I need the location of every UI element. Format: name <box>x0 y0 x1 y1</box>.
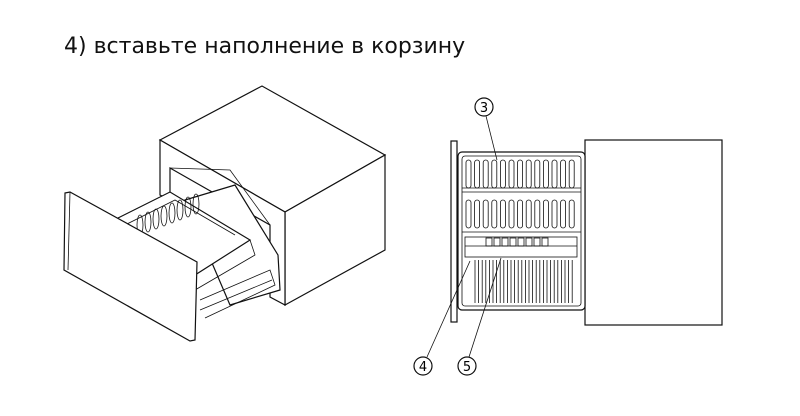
plate <box>168 202 176 224</box>
drawer-front-edge <box>67 191 71 271</box>
plate-slot <box>499 199 506 229</box>
isometric-cabinet <box>63 85 387 342</box>
callout-circle <box>474 97 494 117</box>
instruction-title: 4) вставьте наполнение в корзину <box>64 34 466 59</box>
plate-slot <box>560 199 566 229</box>
plate-slot <box>508 199 515 229</box>
callout-label: 4 <box>419 360 427 375</box>
callout-3: 3 <box>474 97 498 161</box>
callout-circle <box>457 356 477 376</box>
plate <box>176 199 184 221</box>
callout-circle <box>413 356 433 376</box>
plate-slot <box>543 199 549 229</box>
plate-slot <box>491 199 498 229</box>
drawer-front-top-view <box>450 140 458 323</box>
plate <box>152 208 160 230</box>
leader-line <box>485 115 498 161</box>
callout-5: 5 <box>457 257 502 376</box>
plate <box>184 196 192 218</box>
plate-slot <box>534 199 541 229</box>
plate <box>144 211 152 233</box>
plate-slot <box>551 199 558 229</box>
plates <box>136 193 200 236</box>
callout-label: 3 <box>480 101 488 116</box>
basket-inner-edge <box>461 155 582 307</box>
plate-slot <box>474 199 481 229</box>
top-view <box>450 139 723 326</box>
plate-slot <box>568 199 575 229</box>
plate-slot <box>517 199 523 229</box>
plate-slot <box>465 199 472 229</box>
plate-slot <box>525 199 532 229</box>
drawer-runner <box>199 279 273 311</box>
cabinet-top-view <box>584 139 723 326</box>
leader-line <box>468 257 502 358</box>
callout-label: 5 <box>463 360 471 375</box>
cutlery-tray <box>464 236 578 258</box>
plate <box>192 193 200 215</box>
plate-slot <box>482 199 489 229</box>
leader-line <box>426 260 471 358</box>
plate <box>160 205 168 227</box>
callout-4: 4 <box>413 260 471 376</box>
drawer-runner <box>199 269 276 319</box>
cabinet-inner-edge <box>169 167 271 226</box>
